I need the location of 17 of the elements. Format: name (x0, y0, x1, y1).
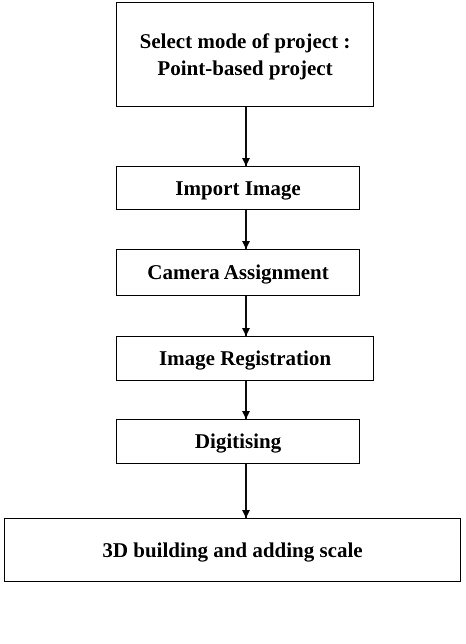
step-label: Digitising (194, 428, 282, 455)
process-box (116, 166, 360, 210)
step-label: 3D building and adding scale (102, 536, 363, 564)
end-box (4, 518, 461, 582)
arrow (242, 296, 250, 336)
start-box (116, 2, 374, 107)
process-box (116, 249, 360, 296)
process-box (116, 336, 374, 381)
process-box (116, 419, 360, 464)
arrow (242, 381, 250, 419)
arrow (242, 464, 250, 518)
arrow (242, 210, 250, 249)
step-label: Import Image (175, 174, 301, 202)
step-label: Image Registration (158, 345, 332, 372)
arrow (242, 107, 250, 166)
step-label: Camera Assignment (147, 259, 329, 286)
step-label: Select mode of project : Point-based project (138, 28, 352, 81)
